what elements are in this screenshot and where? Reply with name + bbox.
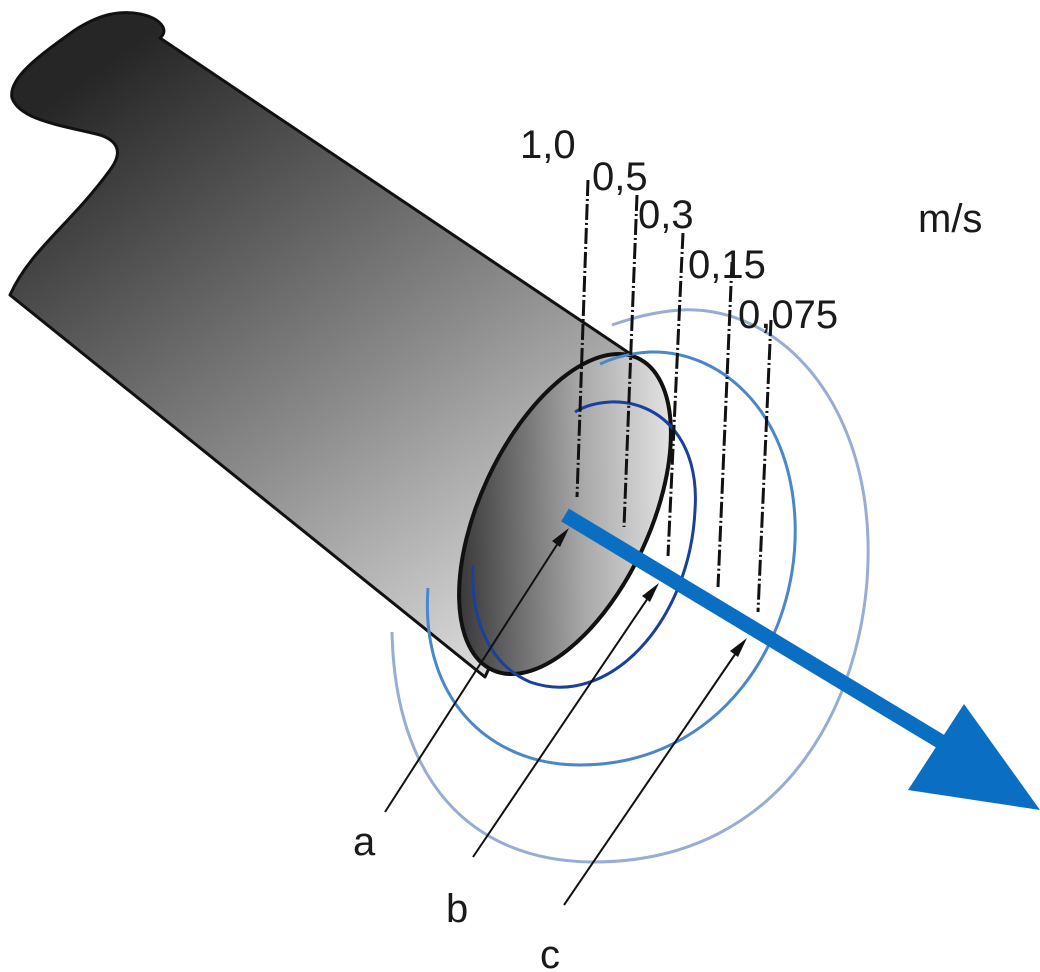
measure-line-0-075 xyxy=(756,319,773,613)
measure-line-1-0 xyxy=(575,179,590,498)
velocity-contours xyxy=(390,308,870,864)
contour-middle-arc xyxy=(425,350,797,767)
measure-line-0-15 xyxy=(716,261,734,588)
pointer-arrowhead-c xyxy=(730,638,747,657)
measure-line-0-5 xyxy=(622,194,639,528)
pointer-label-a: a xyxy=(353,820,376,864)
flow-arrow-shaft xyxy=(561,508,962,759)
measurement-lines xyxy=(575,179,773,613)
velocity-label-0-3: 0,3 xyxy=(638,193,694,237)
velocity-label-0-5: 0,5 xyxy=(592,155,648,199)
contour-outer-arc xyxy=(390,308,870,864)
flow-arrow xyxy=(561,508,1040,810)
pointer-label-c: c xyxy=(540,933,560,972)
contour-inner-arc xyxy=(471,400,697,689)
pointer-labels: a b c xyxy=(353,820,560,972)
pointer-arrowhead-a xyxy=(552,528,569,547)
pointer-lines xyxy=(384,528,747,906)
pointer-line-b xyxy=(472,594,651,858)
pointer-line-a xyxy=(384,539,561,813)
flow-arrow-head xyxy=(908,704,1040,810)
velocity-label-0-15: 0,15 xyxy=(688,243,766,287)
pointer-label-b: b xyxy=(446,887,468,931)
velocity-labels: 1,0 0,5 0,3 0,15 0,075 m/s xyxy=(520,123,982,337)
velocity-label-1-0: 1,0 xyxy=(520,123,576,167)
measure-line-0-3 xyxy=(666,232,685,557)
pointer-line-c xyxy=(563,649,739,906)
pipe-opening xyxy=(457,352,673,676)
velocity-label-0-075: 0,075 xyxy=(738,293,838,337)
unit-label: m/s xyxy=(918,197,982,241)
pointer-arrowhead-b xyxy=(642,583,659,602)
